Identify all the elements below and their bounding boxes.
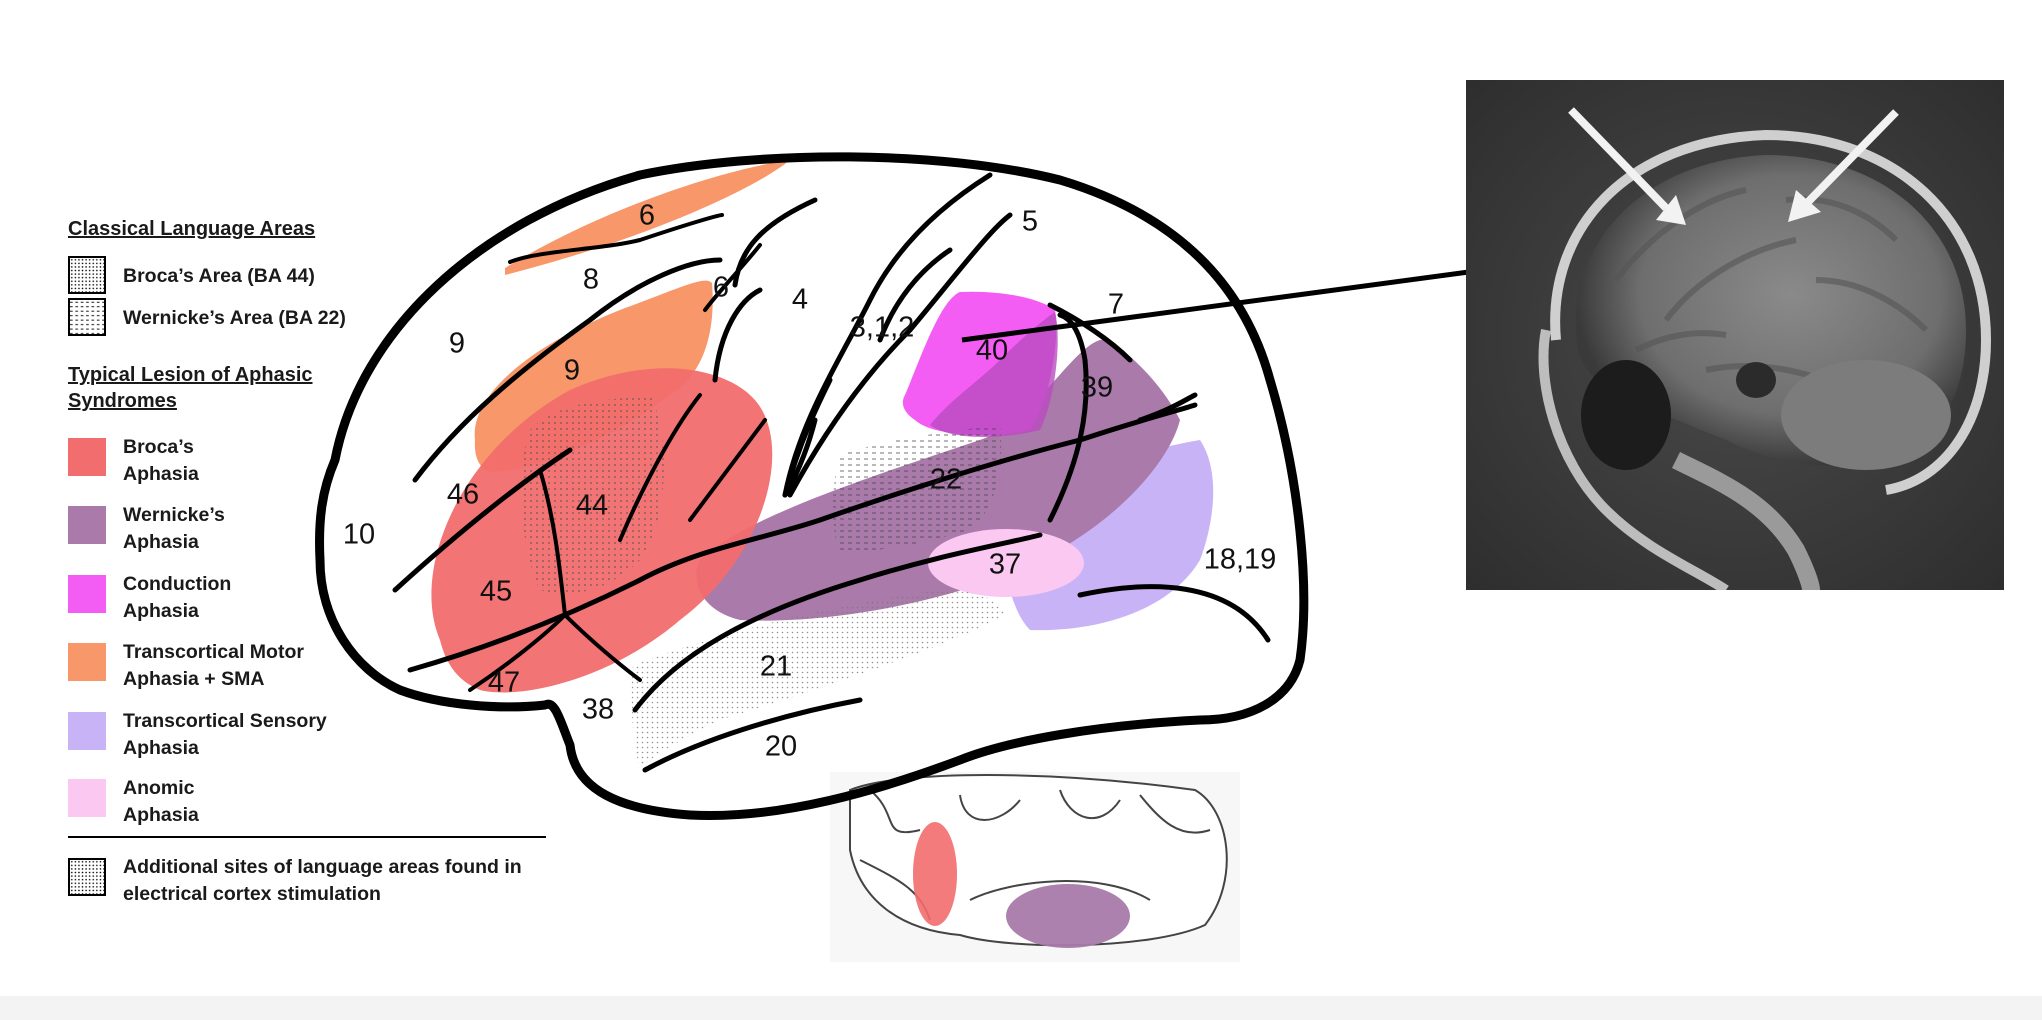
legend-label: Broca’s Area (BA 44) xyxy=(123,265,315,287)
brodmann-label-18-19: 18,19 xyxy=(1203,543,1277,576)
legend-item-wernicke-aphasia: Wernicke’s Aphasia xyxy=(68,504,588,562)
brodmann-label-21: 21 xyxy=(759,650,793,683)
mri-arrow-icon xyxy=(1788,109,1899,222)
brodmann-label-38: 38 xyxy=(581,693,615,726)
mri-arrow-icon xyxy=(1568,107,1686,225)
color-swatch xyxy=(68,575,106,613)
legend-item-conduction-aphasia: Conduction Aphasia xyxy=(68,573,588,631)
brodmann-label-3-1-2: 3,1,2 xyxy=(849,311,915,344)
mri-sagittal-scan xyxy=(1466,80,2004,590)
anomic-aphasia-region xyxy=(928,529,1084,597)
brodmann-label-45: 45 xyxy=(479,575,513,608)
color-swatch xyxy=(68,643,106,681)
legend-label: Conduction Aphasia xyxy=(123,573,232,622)
brodmann-label-10: 10 xyxy=(342,518,376,551)
broca-aphasia-region xyxy=(913,822,957,926)
color-swatch xyxy=(68,438,106,476)
legend-label: Transcortical Sensory Aphasia xyxy=(123,710,327,759)
brodmann-label-37: 37 xyxy=(988,548,1022,581)
legend-item-broca-area: Broca’s Area (BA 44) xyxy=(68,256,588,312)
brodmann-label-8: 8 xyxy=(582,263,600,296)
legend-item-wernicke-area: Wernicke’s Area (BA 22) xyxy=(68,298,588,354)
legend-label: Additional sites of language areas found… xyxy=(123,856,522,905)
brodmann-label-4: 4 xyxy=(791,283,809,316)
legend-heading-classical: Classical Language Areas xyxy=(68,218,316,240)
brain-outline xyxy=(315,152,1309,821)
legend-divider xyxy=(68,836,546,838)
brodmann-label-46: 46 xyxy=(446,478,480,511)
legend-label: Wernicke’s Area (BA 22) xyxy=(123,307,346,329)
legend-label: Broca’s Aphasia xyxy=(123,436,199,485)
additional-sites-pattern xyxy=(631,590,1005,770)
legend-item-anomic-aphasia: Anomic Aphasia xyxy=(68,777,588,835)
lesion-regions xyxy=(431,160,1214,693)
brodmann-label-5: 5 xyxy=(1021,205,1039,238)
legend-item-additional-sites: Additional sites of language areas found… xyxy=(68,856,588,914)
mri-image xyxy=(1466,80,2004,590)
brodmann-label-39: 39 xyxy=(1080,371,1114,404)
legend-item-transcortical-motor-aphasia: Transcortical Motor Aphasia + SMA xyxy=(68,641,588,699)
brodmann-label-7: 7 xyxy=(1107,288,1125,321)
brodmann-label-9b: 9 xyxy=(563,354,581,387)
legend-item-transcortical-sensory-aphasia: Transcortical Sensory Aphasia xyxy=(68,710,588,768)
dashes-pattern-swatch xyxy=(68,298,106,336)
color-swatch xyxy=(68,712,106,750)
brodmann-label-6b: 6 xyxy=(712,271,730,304)
color-swatch xyxy=(68,506,106,544)
dots-pattern-swatch xyxy=(68,858,106,896)
transcortical-motor-top-region xyxy=(505,160,790,275)
brodmann-label-44: 44 xyxy=(575,489,609,522)
brodmann-label-9a: 9 xyxy=(448,327,466,360)
bottom-strip xyxy=(0,996,2042,1020)
brodmann-label-6a: 6 xyxy=(638,199,656,232)
legend-label: Wernicke’s Aphasia xyxy=(123,504,225,553)
legend-item-broca-aphasia: Broca’s Aphasia xyxy=(68,436,588,494)
brodmann-label-47: 47 xyxy=(487,666,521,699)
legend-heading-lesions: Typical Lesion of Aphasic Syndromes xyxy=(68,364,313,412)
brodmann-label-22: 22 xyxy=(929,463,963,496)
cerebellum-inset xyxy=(830,772,1240,962)
brodmann-label-20: 20 xyxy=(764,730,798,763)
brodmann-label-40: 40 xyxy=(975,334,1009,367)
wernicke-aphasia-region xyxy=(1006,884,1130,948)
dots-pattern-swatch xyxy=(68,256,106,294)
color-swatch xyxy=(68,779,106,817)
legend-label: Anomic Aphasia xyxy=(123,777,199,826)
legend-label: Transcortical Motor Aphasia + SMA xyxy=(123,641,304,690)
conduction-wernicke-overlap xyxy=(930,312,1058,437)
